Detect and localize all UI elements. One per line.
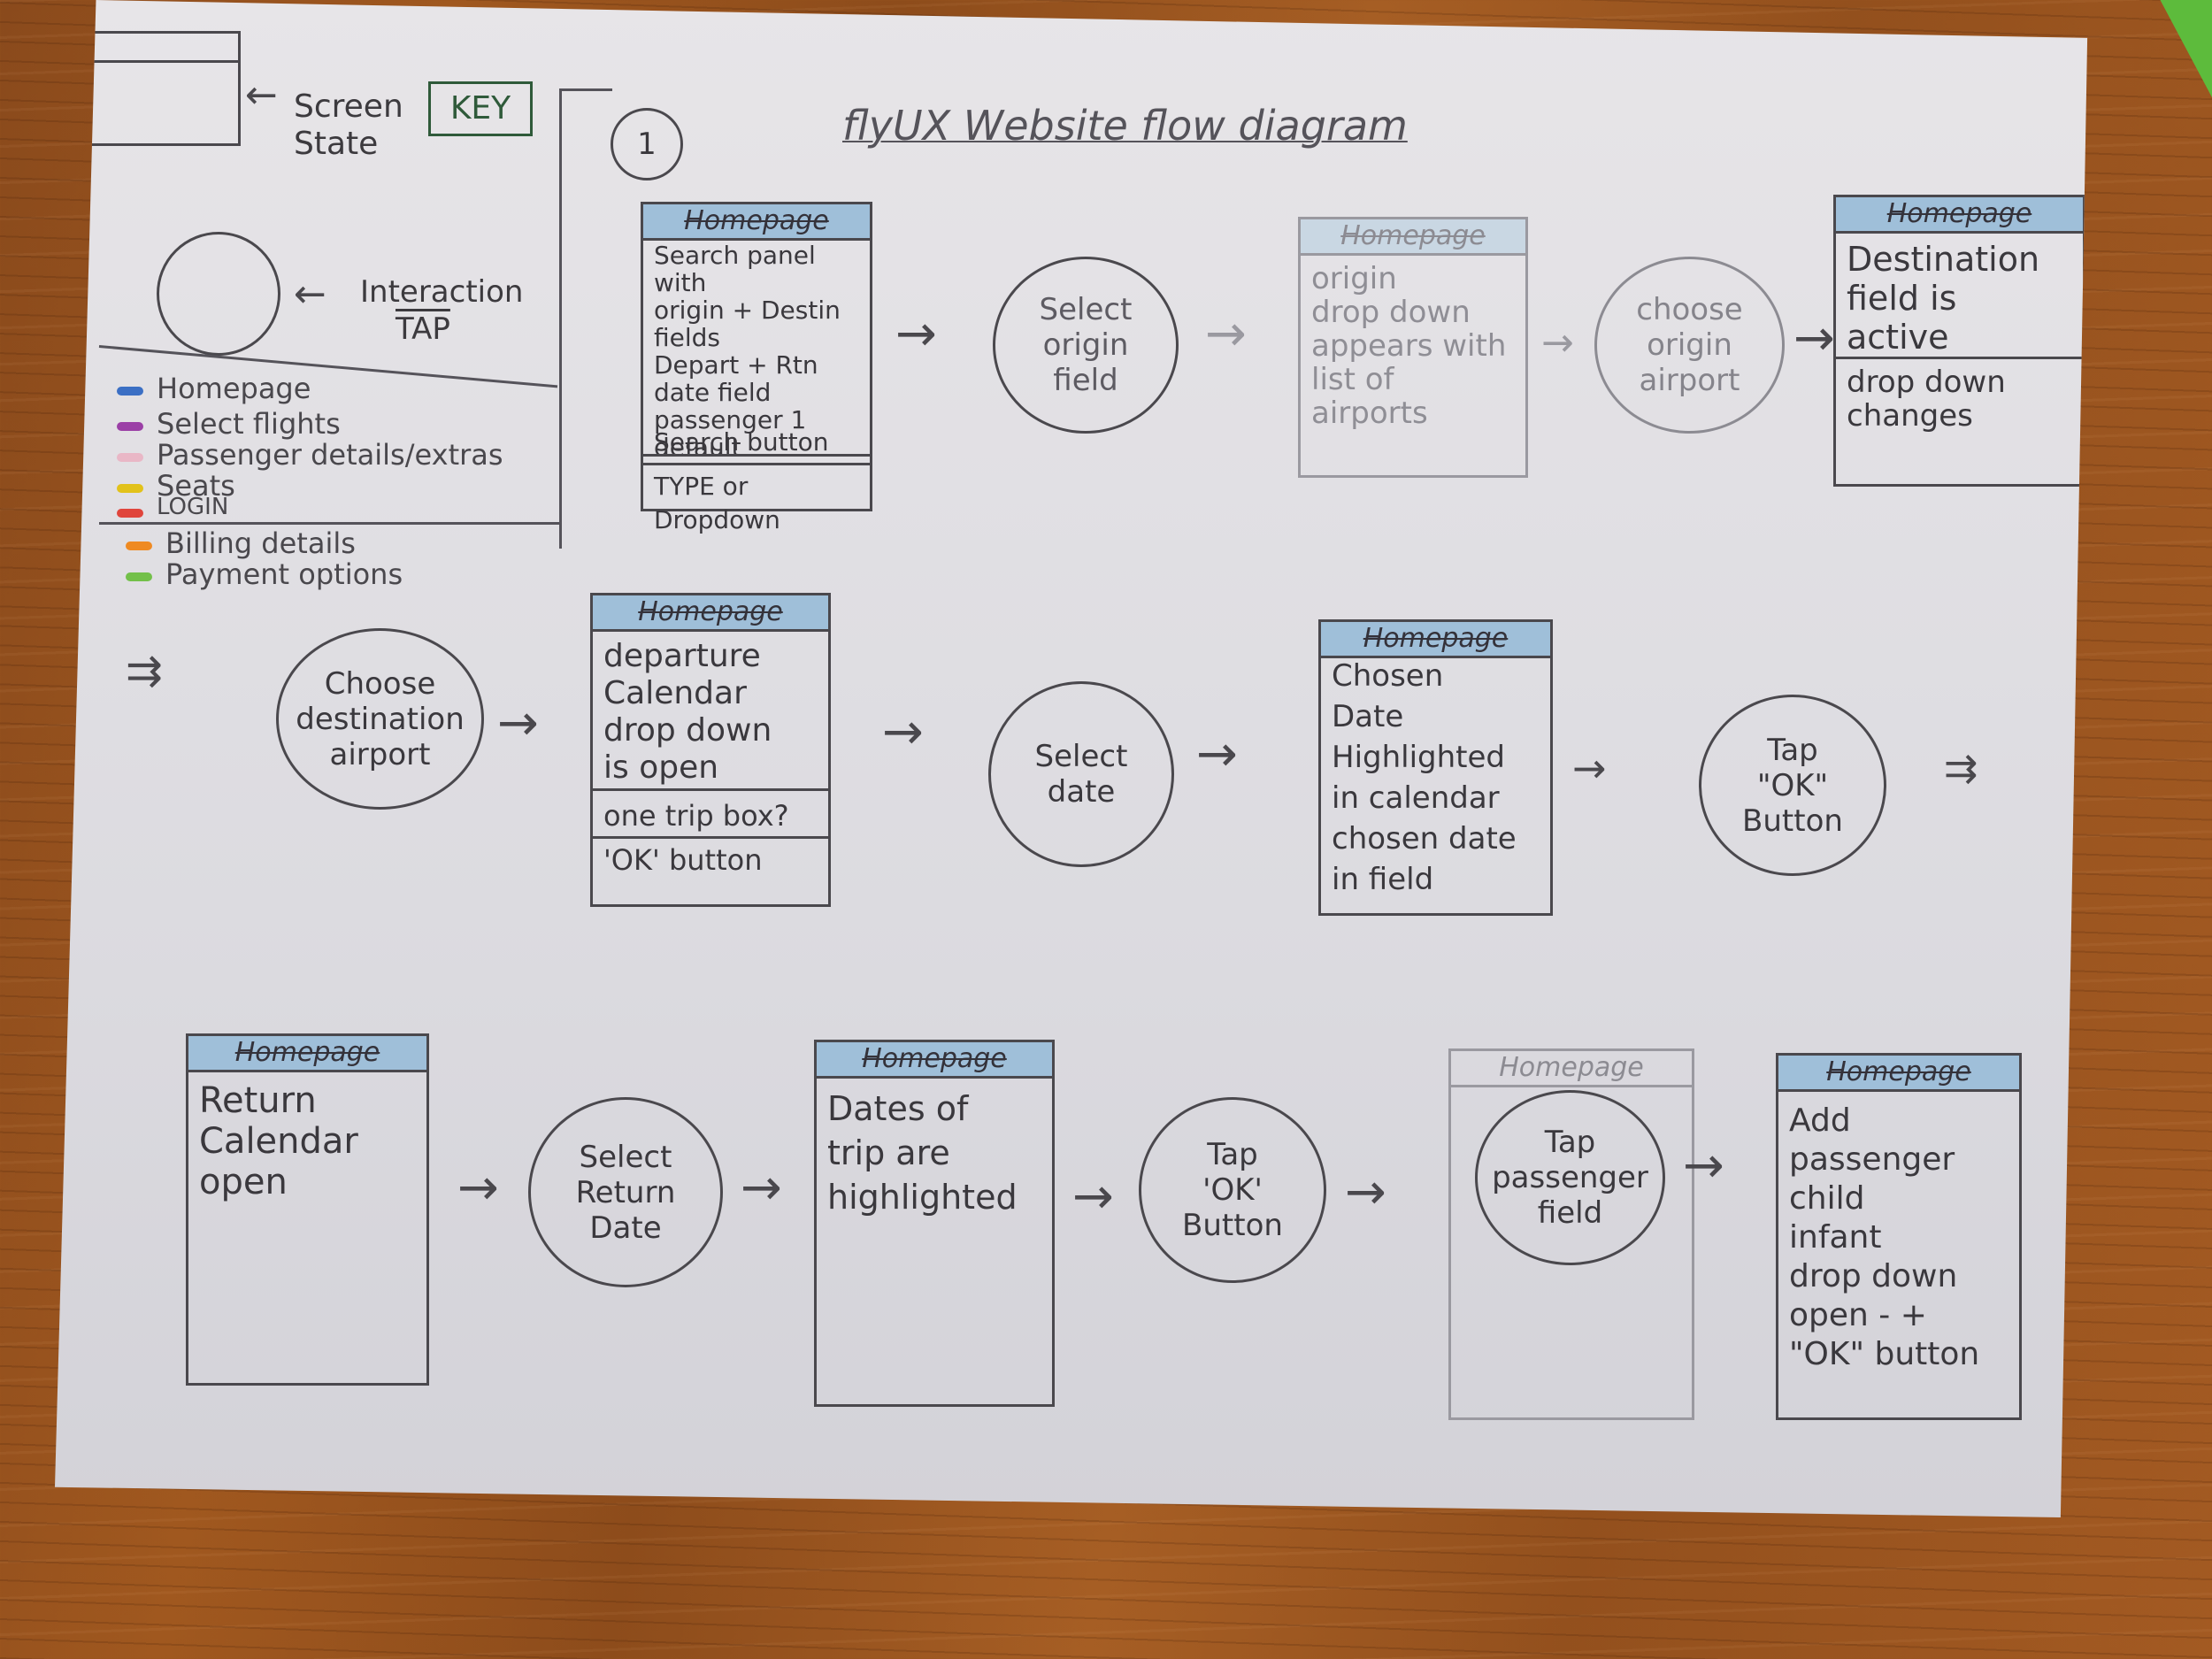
screen-header: Homepage bbox=[1836, 197, 2083, 234]
arrow-13: → bbox=[1683, 1137, 1724, 1194]
arrow-10: → bbox=[741, 1159, 782, 1217]
screen-homepage-departure-calendar: Homepage departure Calendar drop down is… bbox=[590, 593, 831, 907]
screen-search-button: Search button bbox=[654, 427, 829, 457]
screen-separator-2 bbox=[593, 836, 828, 839]
screen-one-trip-option: one trip box? bbox=[603, 799, 789, 833]
arrow-1: → bbox=[895, 305, 937, 363]
diagram-title: flyUX Website flow diagram bbox=[842, 102, 1408, 150]
screen-homepage-passenger-faded: Homepage bbox=[1448, 1048, 1694, 1420]
screen-header: Homepage bbox=[188, 1036, 426, 1072]
tap-label: Select date bbox=[1034, 739, 1128, 810]
screen-homepage-add-passenger: Homepage Add passenger child infant drop… bbox=[1776, 1053, 2022, 1420]
screen-header: Homepage bbox=[1778, 1056, 2019, 1092]
arrow-5: → bbox=[497, 695, 539, 752]
tap-label: choose origin airport bbox=[1636, 292, 1743, 398]
arrow-row2-end: ⇉ bbox=[1944, 744, 1978, 792]
key-screen-state-label: Screen State bbox=[294, 88, 403, 162]
legend-swatch-select-flights bbox=[117, 422, 143, 431]
tap-ok-button-2: Tap 'OK' Button bbox=[1139, 1097, 1326, 1283]
legend-item-payment: Payment options bbox=[165, 557, 403, 591]
screen-body: Return Calendar open bbox=[199, 1080, 358, 1202]
screen-homepage-dates-highlighted: Homepage Dates of trip are highlighted bbox=[814, 1040, 1055, 1407]
screen-body: Add passenger child infant drop down ope… bbox=[1789, 1102, 1980, 1372]
arrow-4: → bbox=[1793, 310, 1835, 367]
legend-item-select-flights: Select flights bbox=[157, 407, 341, 441]
tap-label: Tap passenger field bbox=[1492, 1125, 1648, 1231]
tap-label: Select Return Date bbox=[575, 1139, 676, 1246]
screen-header: Homepage bbox=[1451, 1051, 1692, 1087]
step-number: 1 bbox=[637, 127, 657, 162]
key-divider-top bbox=[559, 88, 612, 91]
tap-label: Select origin field bbox=[1039, 292, 1133, 398]
key-label: KEY bbox=[449, 90, 511, 127]
legend-swatch-passenger bbox=[117, 453, 143, 462]
key-divider-bottom bbox=[99, 522, 559, 525]
screen-separator-2 bbox=[643, 463, 870, 465]
screen-body: Search panel with origin + Destin fields… bbox=[654, 241, 841, 462]
tap-label: Choose destination airport bbox=[296, 665, 465, 772]
screen-header: Homepage bbox=[1301, 219, 1525, 256]
paper-sheet: ← Screen State ← Interaction TAP KEY Hom… bbox=[55, 0, 2088, 1517]
key-divider-vertical bbox=[559, 88, 562, 549]
screen-separator bbox=[643, 454, 870, 457]
legend-swatch-seats bbox=[117, 484, 143, 493]
tap-choose-origin-airport: choose origin airport bbox=[1594, 257, 1785, 434]
key-interaction-symbol bbox=[157, 232, 280, 356]
arrow-8: → bbox=[1572, 744, 1607, 792]
screen-body: departure Calendar drop down is open bbox=[603, 638, 772, 786]
screen-body-2: drop down changes bbox=[1847, 365, 2006, 434]
tap-label: Tap "OK" Button bbox=[1742, 732, 1843, 839]
screen-body: Destination field is active bbox=[1847, 240, 2040, 357]
legend-item-passenger: Passenger details/extras bbox=[157, 438, 503, 472]
screen-ok-button: 'OK' button bbox=[603, 843, 763, 877]
screen-body: Dates of trip are highlighted bbox=[827, 1089, 1018, 1217]
key-tap-label: TAP bbox=[396, 311, 450, 347]
screen-homepage-destination-active: Homepage Destination field is active dro… bbox=[1833, 195, 2085, 487]
tap-label: Tap 'OK' Button bbox=[1182, 1137, 1283, 1243]
screen-homepage-return-calendar: Homepage Return Calendar open bbox=[186, 1033, 429, 1386]
arrow-9: → bbox=[457, 1159, 499, 1217]
tap-select-date: Select date bbox=[988, 681, 1174, 867]
tap-select-origin-field: Select origin field bbox=[993, 257, 1179, 434]
key-label-box: KEY bbox=[428, 81, 533, 136]
tap-ok-button-1: Tap "OK" Button bbox=[1699, 695, 1886, 876]
legend-swatch-billing bbox=[126, 541, 152, 550]
arrow-3: → bbox=[1541, 320, 1574, 365]
legend-item-homepage: Homepage bbox=[157, 372, 311, 405]
screen-header: Homepage bbox=[593, 595, 828, 632]
tap-choose-destination-airport: Choose destination airport bbox=[276, 628, 484, 810]
arrow-2: → bbox=[1205, 305, 1247, 363]
legend-item-billing: Billing details bbox=[165, 526, 356, 560]
step-number-circle: 1 bbox=[611, 108, 683, 180]
screen-header: Homepage bbox=[1321, 622, 1550, 658]
tap-passenger-field: Tap passenger field bbox=[1475, 1090, 1665, 1265]
screen-separator bbox=[1836, 357, 2083, 359]
screen-footer: TYPE or Dropdown bbox=[654, 472, 780, 534]
key-screen-symbol bbox=[81, 31, 241, 146]
screen-separator bbox=[593, 788, 828, 791]
legend-item-seats: Seats bbox=[157, 469, 235, 503]
legend-item-login: LOGIN bbox=[157, 494, 229, 520]
arrow-6: → bbox=[882, 703, 924, 761]
arrow-row2-start: ⇉ bbox=[126, 645, 163, 696]
key-arrow-interaction: ← bbox=[294, 272, 326, 317]
arrow-11: → bbox=[1072, 1168, 1114, 1225]
legend-swatch-payment bbox=[126, 572, 152, 581]
legend-swatch-login bbox=[117, 509, 143, 518]
screen-body: origin drop down appears with list of ai… bbox=[1311, 261, 1507, 431]
screen-header: Homepage bbox=[643, 204, 870, 241]
key-screen-header-line bbox=[84, 60, 238, 63]
screen-header: Homepage bbox=[817, 1042, 1052, 1079]
key-arrow-screen: ← bbox=[245, 73, 278, 118]
screen-homepage-origin-dropdown: Homepage origin drop down appears with l… bbox=[1298, 217, 1528, 478]
key-interaction-label: Interaction bbox=[360, 274, 524, 310]
arrow-7: → bbox=[1196, 726, 1238, 783]
screen-body: Chosen Date Highlighted in calendar chos… bbox=[1332, 658, 1517, 897]
tap-select-return-date: Select Return Date bbox=[528, 1097, 723, 1287]
screen-homepage-date-highlighted: Homepage Chosen Date Highlighted in cale… bbox=[1318, 619, 1553, 916]
screen-homepage-search: Homepage Search panel with origin + Dest… bbox=[641, 202, 872, 534]
arrow-12: → bbox=[1345, 1164, 1386, 1221]
legend-swatch-homepage bbox=[117, 387, 143, 396]
